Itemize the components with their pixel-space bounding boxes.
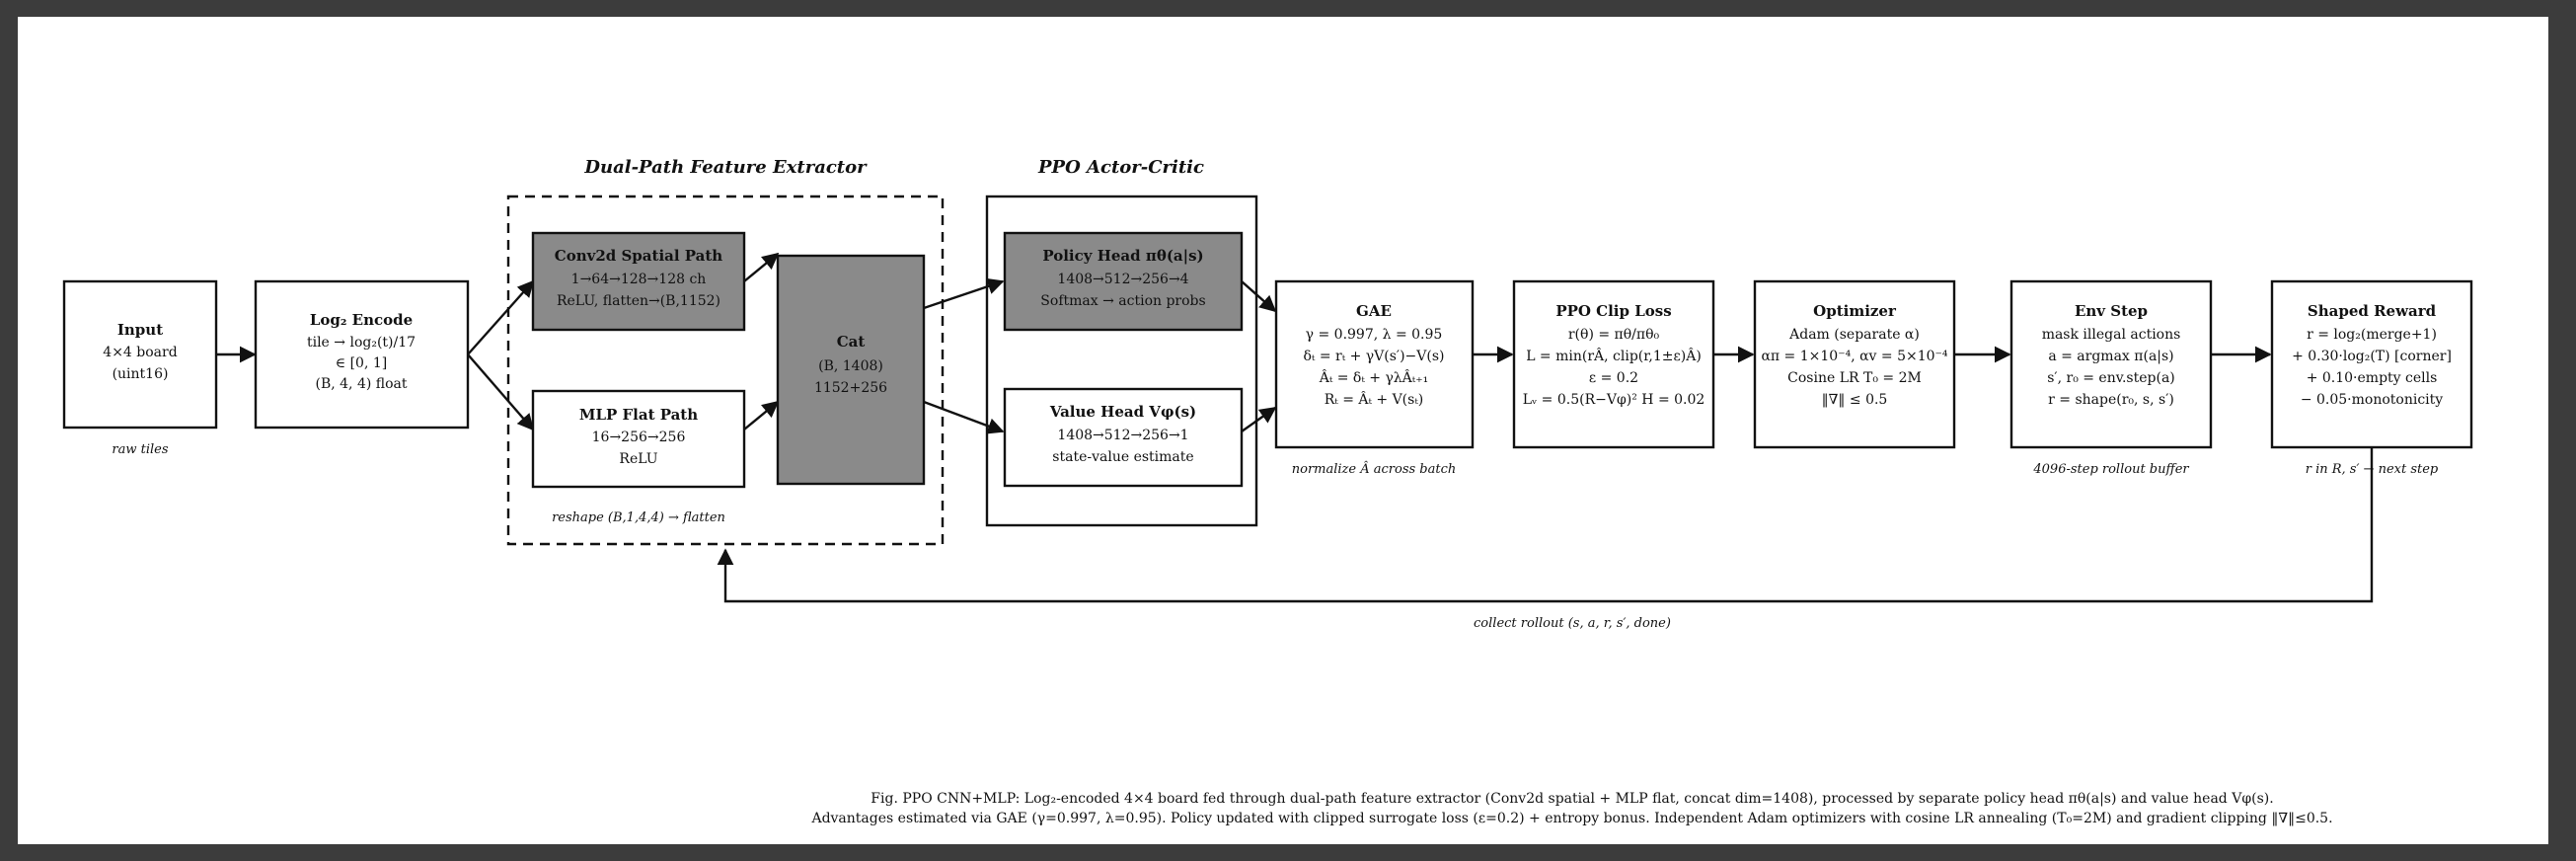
- node-optimizer-title: Optimizer: [1813, 302, 1897, 320]
- node-ppo-line: Lᵥ = 0.5(R−Vφ)² H = 0.02: [1523, 392, 1705, 408]
- node-gae-caption: normalize Â across batch: [1292, 461, 1457, 477]
- node-value-line: 1408→512→256→1: [1057, 428, 1188, 443]
- node-log-encode-line: ∈ [0, 1]: [336, 355, 387, 371]
- node-mlp: MLP Flat Path 16→256→256 ReLU reshape (B…: [531, 389, 746, 525]
- node-gae-line: Rₜ = Âₜ + V(sₜ): [1325, 390, 1424, 408]
- node-optimizer: Optimizer Adam (separate α) απ = 1×10⁻⁴,…: [1753, 279, 1956, 449]
- node-log-encode-line: tile → log₂(t)/17: [307, 335, 416, 351]
- feature-extractor-group: [506, 195, 945, 546]
- node-env-line: mask illegal actions: [2042, 327, 2181, 343]
- edge-policy-gae: [1241, 280, 1277, 313]
- node-reward-line: + 0.30·log₂(T) [corner]: [2292, 349, 2452, 364]
- node-optimizer-line: Adam (separate α): [1788, 327, 1920, 343]
- figure-caption-line: Fig. PPO CNN+MLP: Log₂-encoded 4×4 board…: [871, 791, 2273, 807]
- node-reward-caption: r in R, s′ → next step: [2306, 462, 2439, 477]
- feature-extractor-title: Dual-Path Feature Extractor: [583, 157, 868, 178]
- edge-conv-cat: [743, 252, 780, 282]
- node-mlp-line: ReLU: [619, 451, 657, 467]
- node-cat-line: (B, 1408): [818, 358, 883, 374]
- node-policy-line: Softmax → action probs: [1040, 293, 1205, 309]
- edge-cat-value: [923, 400, 1005, 434]
- edge-mlp-cat: [743, 400, 780, 430]
- node-env-step: Env Step mask illegal actions a = argmax…: [2009, 279, 2213, 477]
- node-optimizer-line: απ = 1×10⁻⁴, αv = 5×10⁻⁴: [1761, 349, 1947, 364]
- node-value-line: state-value estimate: [1052, 449, 1193, 465]
- actor-critic-group: [985, 195, 1258, 527]
- node-gae-line: δₜ = rₜ + γV(s′)−V(s): [1303, 349, 1444, 364]
- node-env-line: r = shape(r₀, s, s′): [2048, 392, 2174, 408]
- node-value-head: Value Head Vφ(s) 1408→512→256→1 state-va…: [1003, 387, 1244, 488]
- node-env-line: a = argmax π(a|s): [2048, 349, 2173, 364]
- node-value-title: Value Head Vφ(s): [1049, 403, 1196, 421]
- node-policy-head: Policy Head πθ(a|s) 1408→512→256→4 Softm…: [1003, 231, 1244, 332]
- node-log-encode: Log₂ Encode tile → log₂(t)/17 ∈ [0, 1] (…: [254, 279, 470, 430]
- feedback-label: collect rollout (s, a, r, s′, done): [1474, 616, 1671, 631]
- node-conv2d: Conv2d Spatial Path 1→64→128→128 ch ReLU…: [531, 231, 746, 332]
- node-ppo-clip: PPO Clip Loss r(θ) = πθ/πθ₀ L = min(rÂ, …: [1512, 279, 1715, 449]
- node-gae-title: GAE: [1356, 302, 1392, 320]
- node-log-encode-line: (B, 4, 4) float: [315, 376, 407, 392]
- node-ppo-title: PPO Clip Loss: [1555, 302, 1671, 320]
- node-reward-line: − 0.05·monotonicity: [2301, 392, 2443, 408]
- node-input-title: Input: [117, 321, 163, 339]
- node-shaped-reward: Shaped Reward r = log₂(merge+1) + 0.30·l…: [2270, 279, 2473, 477]
- node-input-line: (uint16): [113, 366, 169, 382]
- node-env-line: s′, r₀ = env.step(a): [2047, 370, 2175, 386]
- edge-log-conv: [467, 279, 535, 355]
- node-gae-line: γ = 0.997, λ = 0.95: [1306, 327, 1443, 343]
- node-optimizer-line: Cosine LR T₀ = 2M: [1787, 370, 1922, 386]
- pipeline-diagram: Dual-Path Feature Extractor PPO Actor-Cr…: [62, 157, 2473, 826]
- node-mlp-title: MLP Flat Path: [579, 406, 698, 424]
- actor-critic-title: PPO Actor-Critic: [1037, 157, 1204, 178]
- node-policy-title: Policy Head πθ(a|s): [1042, 247, 1203, 265]
- node-log-encode-title: Log₂ Encode: [310, 311, 413, 329]
- node-conv2d-title: Conv2d Spatial Path: [555, 247, 723, 265]
- edge-cat-policy: [923, 277, 1005, 310]
- node-cat-title: Cat: [837, 333, 866, 351]
- node-mlp-line: 16→256→256: [592, 430, 686, 445]
- edge-log-mlp: [467, 353, 535, 431]
- node-optimizer-line: ‖∇‖ ≤ 0.5: [1822, 392, 1888, 408]
- node-env-caption: 4096-step rollout buffer: [2032, 462, 2189, 477]
- node-input-line: 4×4 board: [103, 345, 177, 360]
- node-reward-line: + 0.10·empty cells: [2307, 370, 2438, 386]
- edge-value-gae: [1241, 407, 1277, 432]
- node-cat: Cat (B, 1408) 1152+256: [776, 254, 926, 486]
- node-conv2d-line: 1→64→128→128 ch: [571, 272, 707, 287]
- node-gae-line: Âₜ = δₜ + γλÂₜ₊₁: [1319, 368, 1429, 386]
- node-ppo-line: L = min(rÂ, clip(r,1±ε)Â): [1526, 347, 1702, 364]
- node-reward-line: r = log₂(merge+1): [2307, 327, 2437, 343]
- feedback-edge: [717, 447, 2374, 603]
- node-ppo-line: r(θ) = πθ/πθ₀: [1568, 327, 1660, 343]
- node-cat-line: 1152+256: [814, 380, 887, 396]
- figure-caption-line: Advantages estimated via GAE (γ=0.997, λ…: [810, 811, 2332, 826]
- node-input: Input 4×4 board (uint16) raw tiles: [62, 279, 218, 457]
- node-reward-title: Shaped Reward: [2308, 302, 2437, 320]
- diagram-canvas: Dual-Path Feature Extractor PPO Actor-Cr…: [18, 17, 2548, 844]
- node-input-caption: raw tiles: [112, 442, 168, 457]
- node-ppo-line: ε = 0.2: [1589, 370, 1638, 386]
- node-policy-line: 1408→512→256→4: [1057, 272, 1188, 287]
- node-conv2d-line: ReLU, flatten→(B,1152): [557, 293, 720, 309]
- node-env-title: Env Step: [2075, 302, 2148, 320]
- node-gae: GAE γ = 0.997, λ = 0.95 δₜ = rₜ + γV(s′)…: [1274, 279, 1475, 477]
- node-mlp-caption: reshape (B,1,4,4) → flatten: [552, 510, 725, 525]
